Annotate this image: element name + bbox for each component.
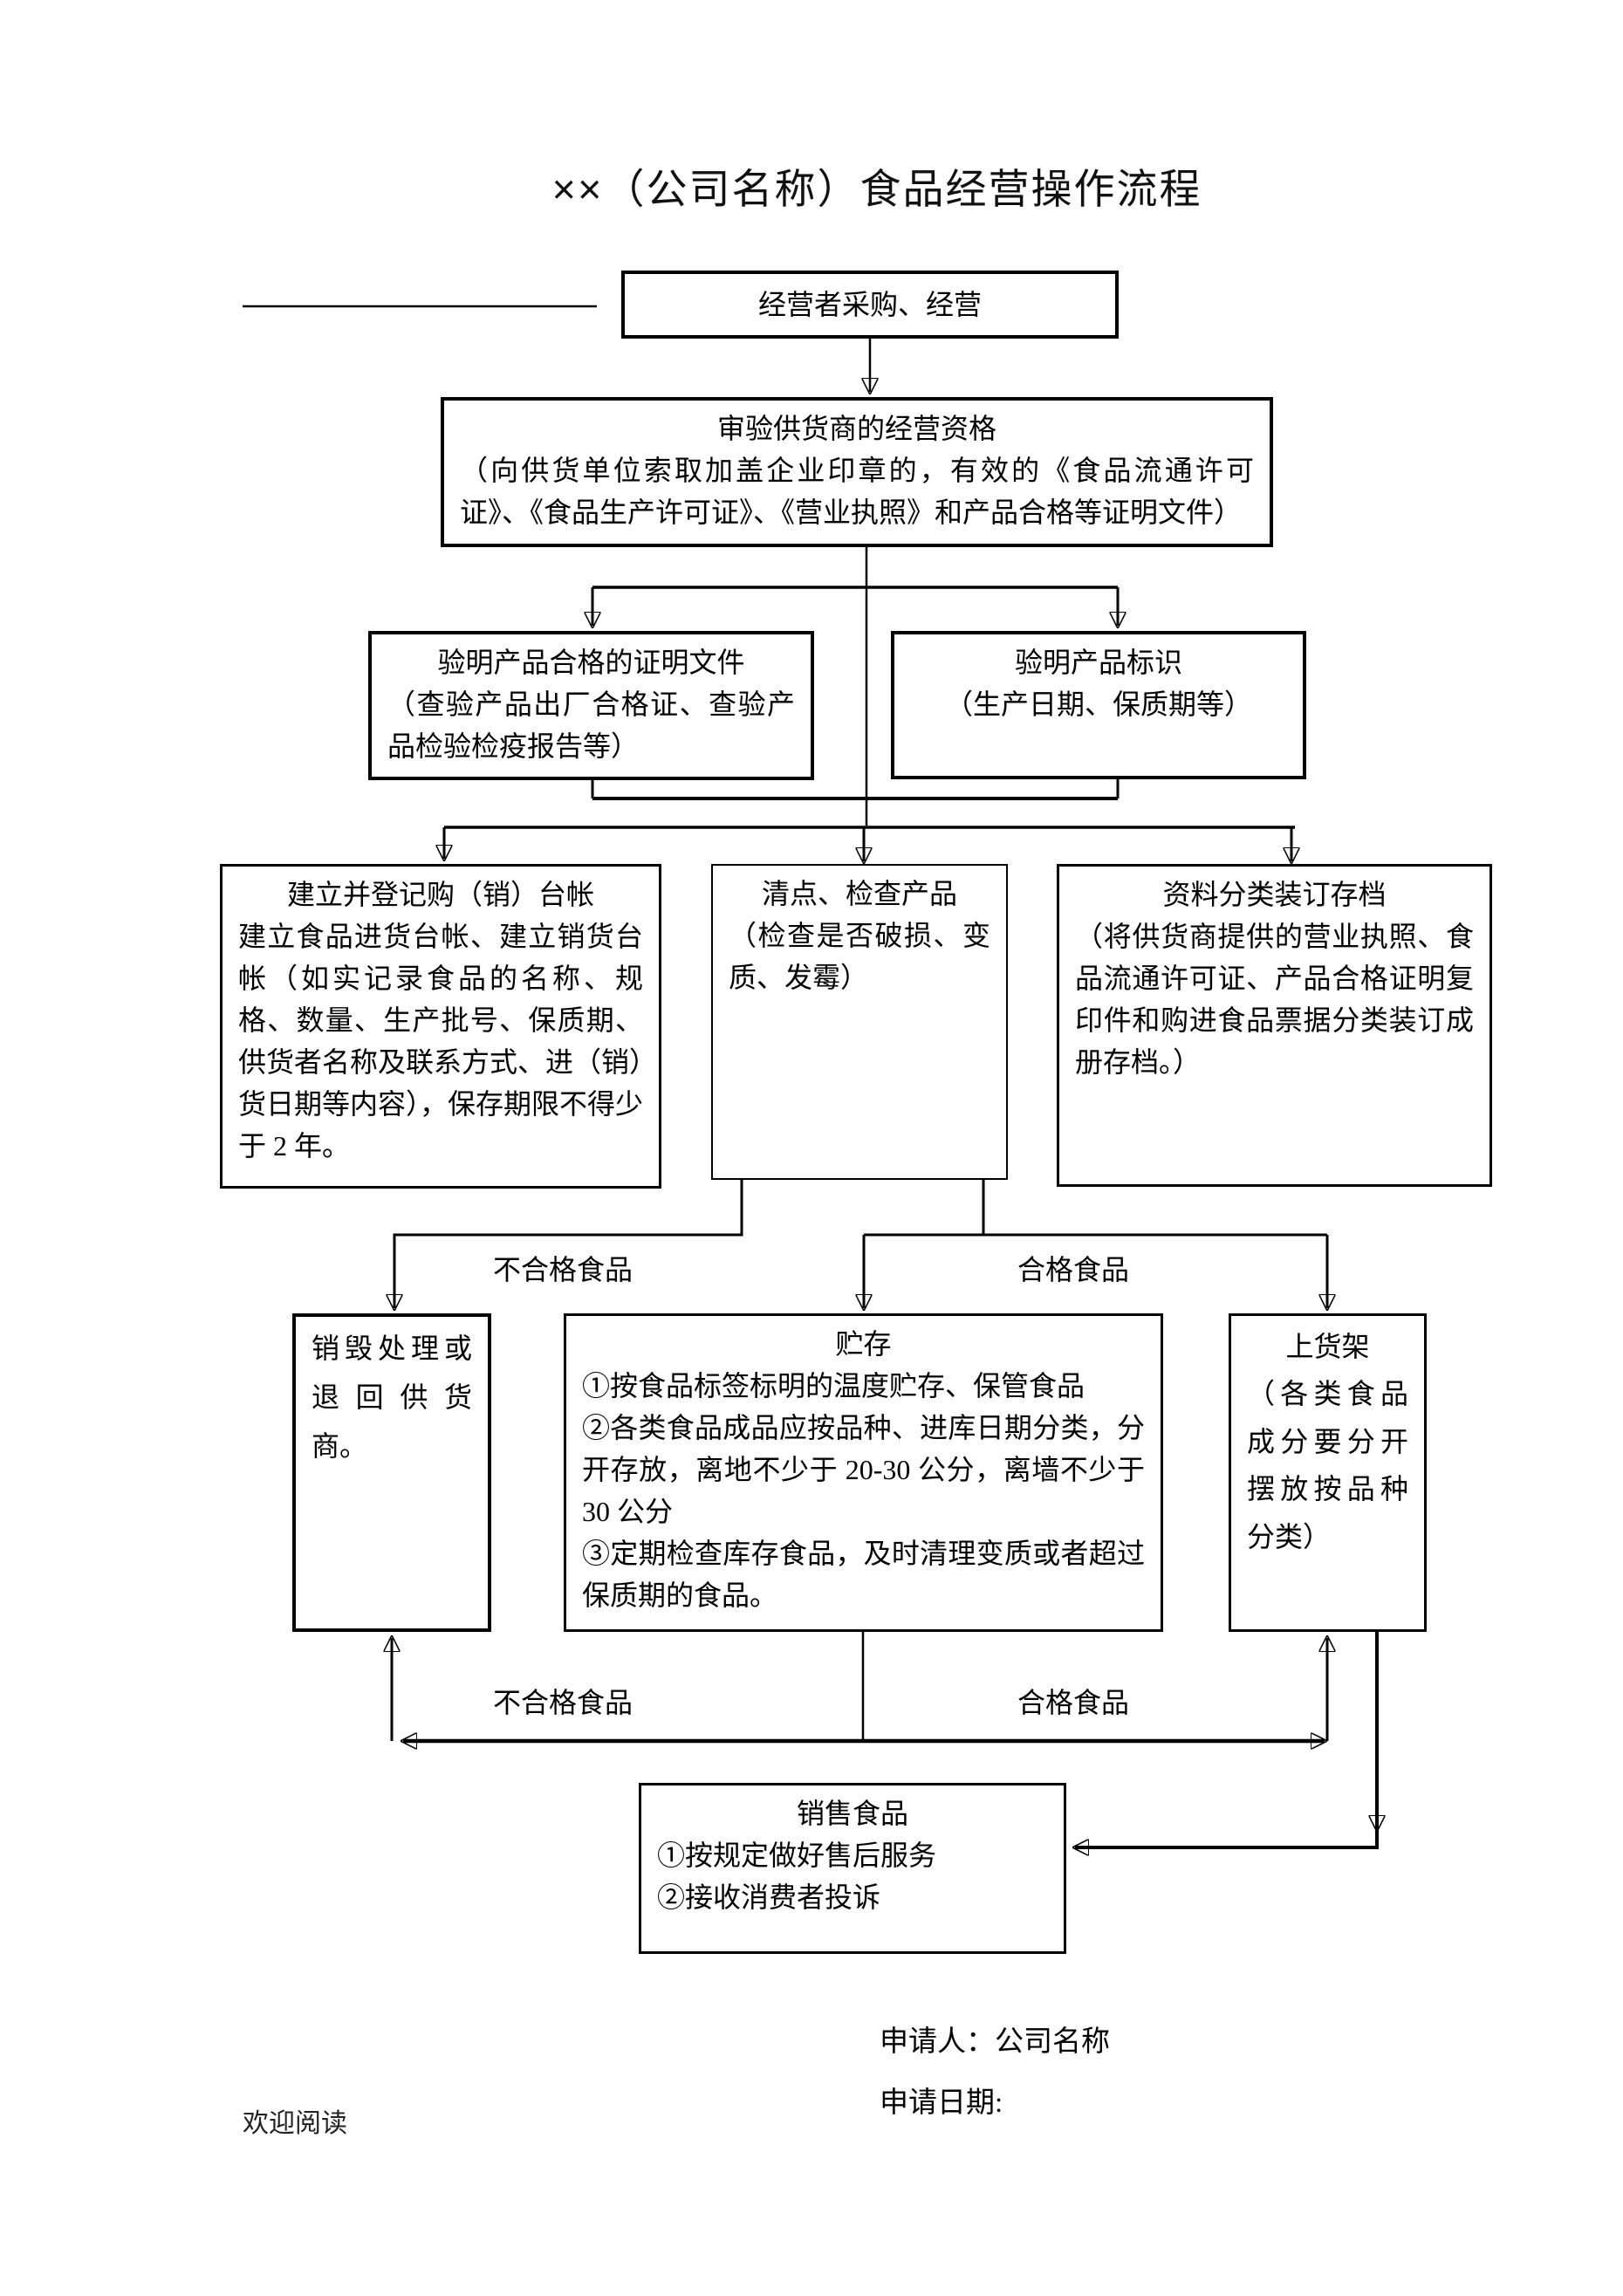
node-archive-body: （将供货商提供的营业执照、食品流通许可证、产品合格证明复印件和购进食品票据分类装… — [1075, 921, 1474, 1078]
node-storage-title: 贮存 — [835, 1328, 892, 1360]
welcome-note: 欢迎阅读 — [243, 2109, 347, 2138]
edge-shelf-to-sell — [1075, 1632, 1379, 1847]
label-qualified-top: 合格食品 — [1017, 1254, 1130, 1285]
node-verify-supplier-body: （向供货单位索取加盖企业印章的，有效的《食品流通许可证》、《食品生产许可证》、《… — [460, 455, 1254, 528]
node-verify-cert-title: 验明产品合格的证明文件 — [437, 647, 745, 678]
node-destroy-body: 销毁处理或退回供货商。 — [312, 1333, 472, 1462]
node-sell-item1: ①按规定做好售后服务 — [657, 1840, 937, 1871]
node-verify-supplier: 审验供货商的经营资格 （向供货单位索取加盖企业印章的，有效的《食品流通许可证》、… — [441, 397, 1273, 547]
node-verify-supplier-title: 审验供货商的经营资格 — [716, 413, 996, 444]
node-archive-title: 资料分类装订存档 — [1162, 879, 1387, 910]
label-unqualified-top: 不合格食品 — [492, 1254, 633, 1285]
label-qualified-bottom: 合格食品 — [1017, 1687, 1130, 1718]
node-ledger: 建立并登记购（销）台帐 建立食品进货台帐、建立销货台帐（如实记录食品的名称、规格… — [220, 864, 661, 1189]
node-sell-title: 销售食品 — [796, 1798, 908, 1829]
date-line: 申请日期: — [880, 2087, 1003, 2119]
node-inspect: 清点、检查产品 （检查是否破损、变质、发霉） — [711, 864, 1008, 1180]
node-shelf-title: 上货架 — [1285, 1331, 1370, 1362]
node-inspect-title: 清点、检查产品 — [761, 878, 957, 909]
label-unqualified-bottom: 不合格食品 — [492, 1687, 633, 1718]
node-verify-label: 验明产品标识 （生产日期、保质期等） — [891, 631, 1306, 779]
node-sell: 销售食品 ①按规定做好售后服务 ②接收消费者投诉 — [639, 1783, 1066, 1954]
node-sell-item2: ②接收消费者投诉 — [657, 1881, 881, 1913]
node-storage-item3: ③定期检查库存食品，及时清理变质或者超过保质期的食品。 — [582, 1538, 1145, 1611]
node-destroy: 销毁处理或退回供货商。 — [292, 1313, 491, 1632]
node-verify-label-title: 验明产品标识 — [1014, 647, 1182, 678]
node-shelf-body: （各类食品成分要分开摆放按品种分类） — [1247, 1378, 1408, 1552]
node-shelf: 上货架 （各类食品成分要分开摆放按品种分类） — [1229, 1313, 1427, 1632]
node-ledger-body: 建立食品进货台帐、建立销货台帐（如实记录食品的名称、规格、数量、生产批号、保质期… — [238, 921, 644, 1162]
node-storage: 贮存 ①按食品标签标明的温度贮存、保管食品 ②各类食品成品应按品种、进库日期分类… — [564, 1313, 1163, 1632]
node-storage-item2: ②各类食品成品应按品种、进库日期分类，分开存放，离地不少于 20-30 公分，离… — [582, 1412, 1145, 1527]
node-start: 经营者采购、经营 — [621, 271, 1119, 339]
applicant-line: 申请人：公司名称 — [880, 2026, 1110, 2058]
node-storage-item1: ①按食品标签标明的温度贮存、保管食品 — [582, 1370, 1085, 1402]
page-title: ××（公司名称）食品经营操作流程 — [551, 166, 1202, 212]
node-start-label: 经营者采购、经营 — [757, 289, 982, 320]
node-verify-cert-body: （查验产品出厂合格证、查验产品检验检疫报告等） — [387, 689, 795, 762]
node-ledger-title: 建立并登记购（销）台帐 — [286, 879, 594, 910]
node-inspect-body: （检查是否破损、变质、发霉） — [729, 920, 990, 993]
node-archive: 资料分类装订存档 （将供货商提供的营业执照、食品流通许可证、产品合格证明复印件和… — [1057, 864, 1492, 1187]
edge-unqualified-to-destroy — [394, 1180, 743, 1308]
node-verify-cert: 验明产品合格的证明文件 （查验产品出厂合格证、查验产品检验检疫报告等） — [368, 631, 814, 780]
node-verify-label-body: （生产日期、保质期等） — [945, 689, 1253, 720]
